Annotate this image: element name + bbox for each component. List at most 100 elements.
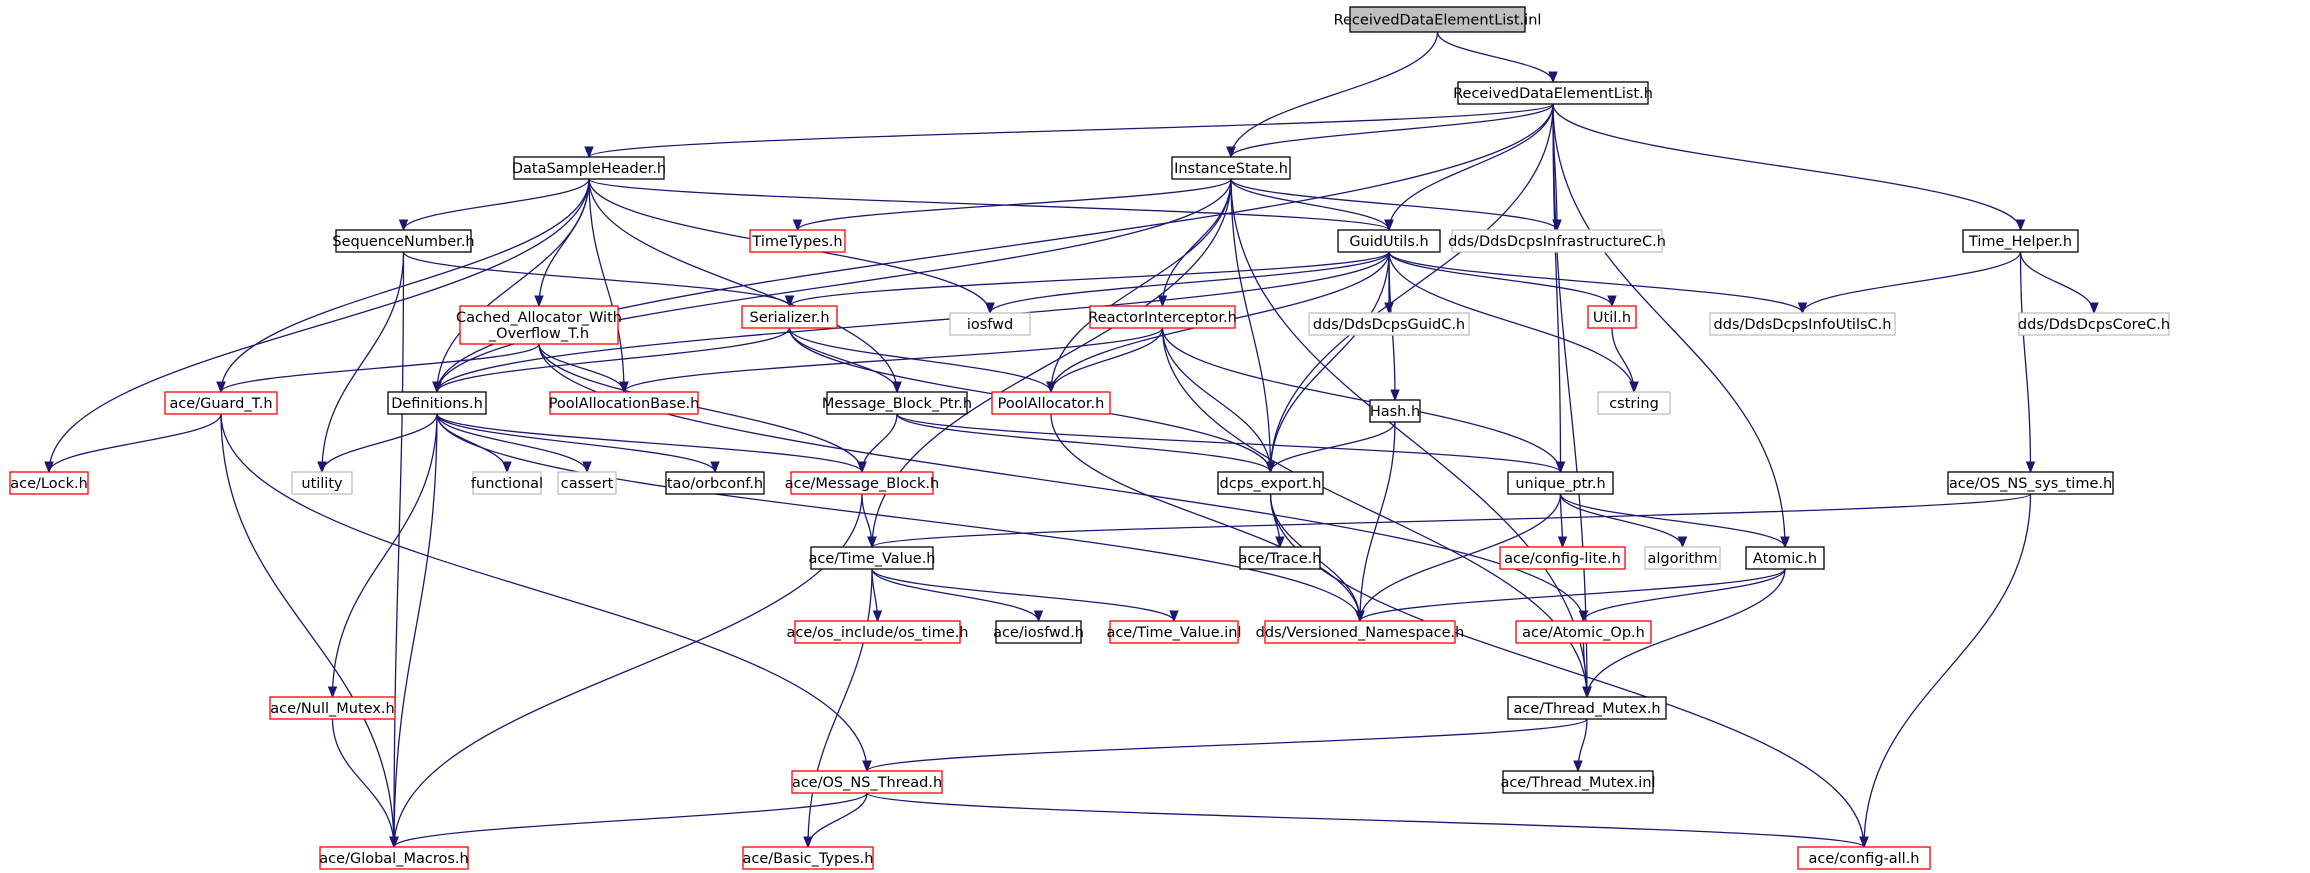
edge-arrowhead: [1384, 219, 1394, 232]
node-label: ace/Thread_Mutex.inl: [1500, 775, 1655, 791]
edge-root-to-inst: [1226, 31, 1439, 159]
edge-line: [1559, 493, 1684, 548]
node-inst[interactable]: InstanceState.h: [1171, 156, 1291, 180]
edge-defs-to-cassert: [436, 413, 592, 474]
node-box: [810, 546, 934, 570]
edge-guard-to-lock: [44, 413, 222, 474]
node-tvinl[interactable]: ace/Time_Value.inl: [1106, 620, 1242, 644]
node-tt[interactable]: TimeTypes.h: [749, 229, 846, 253]
node-rdel[interactable]: ReceivedDataElementList.h: [1453, 81, 1653, 105]
edge-line: [1436, 31, 1554, 83]
node-nssystime[interactable]: ace/OS_NS_sys_time.h: [1947, 471, 2114, 495]
node-utilh[interactable]: Util.h: [1587, 305, 1637, 329]
node-box: [826, 391, 968, 415]
node-cached[interactable]: Cached_Allocator_With_Overflow_T.h: [456, 305, 622, 345]
edge-line: [866, 792, 1865, 848]
node-threadmutex[interactable]: ace/Thread_Mutex.h: [1507, 696, 1667, 720]
node-label: ace/Trace.h: [1239, 551, 1322, 567]
edge-defs-to-nullmutex: [327, 413, 438, 699]
node-orbconf[interactable]: tao/orbconf.h: [665, 471, 765, 495]
edge-cached-to-guard: [216, 343, 540, 394]
edge-line: [1230, 178, 1272, 473]
edge-line: [538, 343, 625, 393]
node-lock[interactable]: ace/Lock.h: [9, 471, 89, 495]
node-box: [164, 391, 278, 415]
edge-line: [1230, 103, 1554, 158]
node-guid[interactable]: GuidUtils.h: [1337, 229, 1441, 253]
node-label: SequenceNumber.h: [332, 234, 474, 250]
edge-line: [220, 343, 540, 393]
node-dsh[interactable]: DataSampleHeader.h: [512, 156, 666, 180]
node-box: [749, 229, 846, 253]
node-label: Message_Block_Ptr.h: [822, 396, 972, 412]
node-seq[interactable]: SequenceNumber.h: [332, 229, 475, 253]
node-iosfwdh[interactable]: ace/iosfwd.h: [993, 620, 1084, 644]
edge-atomic-to-versioned: [1355, 568, 1786, 623]
edge-line: [1388, 103, 1554, 231]
node-box: [1239, 546, 1321, 570]
node-guard[interactable]: ace/Guard_T.h: [164, 391, 278, 415]
node-box: [319, 846, 469, 870]
node-versioned[interactable]: dds/Versioned_Namespace.h: [1256, 620, 1465, 644]
node-nullmutex[interactable]: ace/Null_Mutex.h: [269, 696, 396, 720]
node-mbptr[interactable]: Message_Block_Ptr.h: [822, 391, 972, 415]
edge-line: [538, 343, 863, 473]
node-box: [741, 305, 838, 329]
node-root[interactable]: ReceivedDataElementList.inl: [1334, 6, 1542, 33]
node-atomic[interactable]: Atomic.h: [1745, 546, 1825, 570]
node-tminl[interactable]: ace/Thread_Mutex.inl: [1500, 770, 1656, 794]
edge-arrowhead: [1265, 461, 1276, 474]
node-nsthread[interactable]: ace/OS_NS_Thread.h: [791, 770, 943, 794]
edge-line: [402, 178, 590, 231]
node-label: ace/os_include/os_time.h: [787, 625, 969, 641]
edge-line: [1388, 251, 1804, 314]
node-box: [1644, 546, 1721, 570]
edge-serializer-to-defs: [432, 327, 791, 394]
edge-inst-to-dcps: [1230, 178, 1276, 474]
edge-defs-to-msgblock: [436, 413, 867, 474]
node-ostime[interactable]: ace/os_include/os_time.h: [787, 620, 969, 644]
node-configlite[interactable]: ace/config-lite.h: [1499, 546, 1626, 570]
edge-arrowhead: [327, 686, 338, 699]
node-label: ace/Global_Macros.h: [319, 851, 468, 867]
node-poolbase[interactable]: PoolAllocationBase.h: [549, 391, 700, 415]
node-label: cassert: [561, 476, 614, 492]
edge-line: [1230, 178, 1390, 231]
node-box: [1171, 156, 1291, 180]
edge-uptr-to-atomic: [1559, 493, 1790, 549]
edge-line: [896, 413, 1562, 473]
edge-arrowhead: [2089, 302, 2099, 315]
edge-line: [1359, 493, 1562, 622]
node-atomicop[interactable]: ace/Atomic_Op.h: [1515, 620, 1652, 644]
node-basictypes[interactable]: ace/Basic_Types.h: [742, 846, 874, 870]
node-label: Time_Helper.h: [1968, 234, 2072, 250]
node-msgblock[interactable]: ace/Message_Block.h: [785, 471, 939, 495]
node-reactor[interactable]: ReactorInterceptor.h: [1088, 305, 1237, 329]
edge-line: [436, 178, 1232, 393]
node-box: [1962, 229, 2079, 253]
edge-line: [588, 103, 1554, 158]
edge-line: [331, 718, 395, 848]
node-serializer[interactable]: Serializer.h: [741, 305, 838, 329]
node-uptr[interactable]: unique_ptr.h: [1507, 471, 1614, 495]
edge-line: [220, 413, 395, 848]
node-box: [9, 471, 89, 495]
node-label: PoolAllocator.h: [998, 396, 1105, 412]
node-configall[interactable]: ace/config-all.h: [1797, 846, 1931, 870]
node-timehelper[interactable]: Time_Helper.h: [1962, 229, 2079, 253]
node-globalmacros[interactable]: ace/Global_Macros.h: [319, 846, 469, 870]
node-poolalloc[interactable]: PoolAllocator.h: [991, 391, 1111, 415]
node-defs[interactable]: Definitions.h: [387, 391, 487, 415]
node-trace[interactable]: ace/Trace.h: [1239, 546, 1322, 570]
edge-line: [866, 718, 1588, 772]
node-label: ace/Time_Value.h: [808, 551, 935, 567]
edge-line: [871, 493, 2032, 548]
edge-line: [1552, 103, 1588, 698]
node-label: GuidUtils.h: [1349, 234, 1428, 250]
node-hash[interactable]: Hash.h: [1369, 399, 1421, 423]
node-label: Hash.h: [1370, 404, 1420, 420]
node-box: [549, 391, 699, 415]
node-dcps[interactable]: dcps_export.h: [1217, 471, 1324, 495]
edge-serializer-to-poolalloc: [788, 327, 1056, 394]
node-timevalue[interactable]: ace/Time_Value.h: [808, 546, 936, 570]
